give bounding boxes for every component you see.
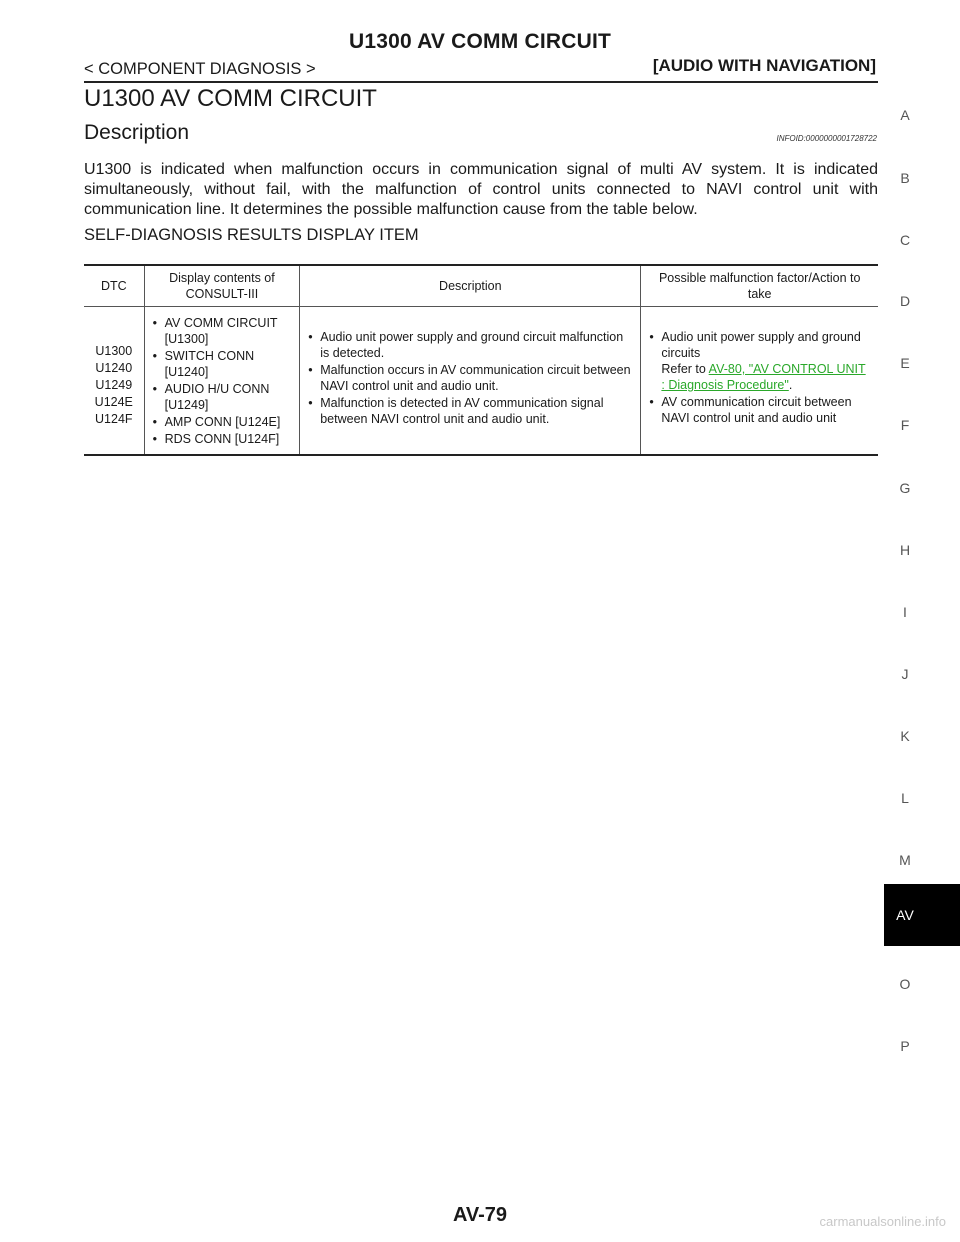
side-index-letter[interactable]: C	[899, 232, 911, 248]
side-index-letter[interactable]: M	[899, 852, 911, 868]
refer-text: Refer to	[661, 362, 706, 376]
side-index-letter[interactable]: J	[901, 666, 909, 682]
list-item: AV communication circuit between NAVI co…	[647, 394, 872, 426]
display-contents-list: AV COMM CIRCUIT [U1300] SWITCH CONN [U12…	[151, 315, 294, 447]
description-cell: Audio unit power supply and ground circu…	[299, 306, 641, 455]
list-item: SWITCH CONN [U1240]	[151, 348, 294, 380]
dtc-code: U1240	[95, 361, 133, 375]
header-title: U1300 AV COMM CIRCUIT	[348, 30, 612, 53]
subsection-title: Description	[84, 121, 190, 144]
list-item: Malfunction occurs in AV communication c…	[306, 362, 634, 394]
side-index-letter[interactable]: I	[903, 604, 907, 620]
side-index-letter[interactable]: L	[901, 790, 909, 806]
list-item: AMP CONN [U124E]	[151, 414, 294, 430]
header-rule	[84, 81, 878, 83]
header-display-contents: Display contents of CONSULT-III	[143, 265, 300, 307]
side-index-letter[interactable]: F	[900, 417, 910, 433]
watermark: carmanualsonline.info	[819, 1214, 946, 1229]
section-title: U1300 AV COMM CIRCUIT	[84, 85, 377, 112]
side-index-letter[interactable]: H	[899, 542, 911, 558]
list-item: Audio unit power supply and ground circu…	[647, 329, 872, 393]
side-index-letter[interactable]: P	[900, 1038, 910, 1054]
side-index-letter[interactable]: A	[900, 107, 910, 123]
factor-list: Audio unit power supply and ground circu…	[647, 329, 872, 426]
header-breadcrumb: < COMPONENT DIAGNOSIS >	[84, 60, 316, 78]
reference-link[interactable]: AV-80, "AV CONTROL UNIT : Diagnosis Proc…	[661, 362, 866, 392]
self-diagnosis-heading: SELF-DIAGNOSIS RESULTS DISPLAY ITEM	[84, 226, 419, 244]
body-paragraph: U1300 is indicated when malfunction occu…	[84, 161, 878, 218]
side-index-letter[interactable]: D	[899, 293, 911, 309]
header-system: [AUDIO WITH NAVIGATION]	[652, 56, 876, 75]
header-malfunction-factor: Possible malfunction factor/Action to ta…	[640, 265, 878, 307]
side-index-active-tab[interactable]: AV	[884, 884, 960, 946]
side-index-letter[interactable]: O	[899, 976, 911, 992]
refer-end: .	[788, 378, 793, 392]
dtc-table: DTC Display contents of CONSULT-III Desc…	[84, 264, 878, 456]
list-item: Audio unit power supply and ground circu…	[306, 329, 634, 361]
list-item: Malfunction is detected in AV communicat…	[306, 395, 634, 427]
dtc-code: U1300	[95, 344, 133, 358]
list-item: AUDIO H/U CONN [U1249]	[151, 381, 294, 413]
description-list: Audio unit power supply and ground circu…	[306, 329, 634, 427]
page-number: AV-79	[452, 1204, 508, 1226]
side-index-active-label: AV	[896, 907, 914, 923]
side-index-letter[interactable]: E	[900, 355, 910, 371]
dtc-code: U124E	[94, 395, 133, 409]
header-description: Description	[299, 265, 641, 307]
side-index-letter[interactable]: G	[899, 480, 911, 496]
list-item: RDS CONN [U124F]	[151, 431, 294, 447]
header-dtc: DTC	[84, 265, 145, 307]
dtc-code: U124F	[95, 412, 133, 426]
dtc-codes-cell: U1300 U1240 U1249 U124E U124F	[84, 307, 144, 456]
factor-text: Audio unit power supply and ground circu…	[661, 330, 861, 360]
side-index: A B C D E F G H I J K L M O P	[884, 0, 960, 1242]
side-index-letter[interactable]: B	[900, 170, 910, 186]
malfunction-factor-cell: Audio unit power supply and ground circu…	[640, 306, 878, 455]
list-item: AV COMM CIRCUIT [U1300]	[151, 315, 294, 347]
table-header-row: DTC Display contents of CONSULT-III Desc…	[84, 265, 878, 307]
display-contents-cell: AV COMM CIRCUIT [U1300] SWITCH CONN [U12…	[143, 306, 300, 455]
info-id: INFOID:0000000001728722	[776, 134, 877, 143]
dtc-code: U1249	[95, 378, 133, 392]
table-row: U1300 U1240 U1249 U124E U124F AV COMM CI…	[84, 306, 878, 456]
side-index-letter[interactable]: K	[900, 728, 910, 744]
